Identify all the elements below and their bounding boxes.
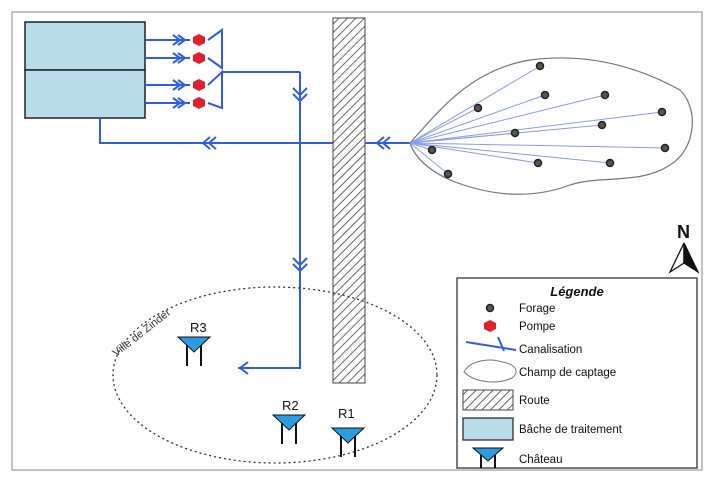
legend-label-champ: Champ de captage bbox=[519, 367, 616, 379]
forage-icon bbox=[510, 128, 520, 138]
pompe-icon bbox=[484, 320, 496, 332]
legend-label-canalisation: Canalisation bbox=[519, 344, 582, 356]
forage-icon bbox=[485, 303, 495, 313]
forage-icon bbox=[535, 61, 545, 71]
forage-icon bbox=[597, 120, 607, 130]
forage-icon bbox=[540, 90, 550, 100]
legend-title: Légende bbox=[550, 284, 603, 299]
legend-label-chateau: Château bbox=[519, 454, 562, 466]
flow-arrows bbox=[172, 34, 391, 375]
legend-label-forage: Forage bbox=[519, 303, 555, 315]
chateau-r1: R1 bbox=[330, 406, 366, 457]
pompe-icon bbox=[193, 34, 205, 46]
forage-icon bbox=[427, 145, 437, 155]
legend-label-bache: Bâche de traitement bbox=[519, 424, 623, 436]
north-label: N bbox=[677, 222, 690, 242]
bache-de-traitement bbox=[24, 21, 146, 119]
city-boundary bbox=[112, 286, 438, 464]
chateau-icon bbox=[471, 447, 505, 468]
forage-icon bbox=[443, 169, 453, 179]
forage-icon bbox=[660, 143, 670, 153]
route-icon bbox=[462, 389, 514, 411]
chateau-r2: R2 bbox=[271, 398, 307, 444]
chateau-r3: R3 bbox=[176, 320, 212, 366]
route bbox=[332, 17, 366, 384]
reservoir-label-r1: R1 bbox=[338, 406, 355, 421]
legend-label-route: Route bbox=[519, 395, 550, 407]
forage-icon bbox=[533, 158, 543, 168]
legend-label-pompe: Pompe bbox=[519, 321, 555, 333]
reservoir-label-r3: R3 bbox=[190, 320, 207, 335]
reservoir-label-r2: R2 bbox=[282, 398, 299, 413]
map-frame bbox=[11, 11, 703, 471]
canalisation-network bbox=[99, 28, 410, 369]
forages bbox=[427, 61, 670, 179]
pompe-icon bbox=[193, 52, 205, 64]
legend: Légende Forage Pompe Canalisation Champ … bbox=[456, 277, 698, 469]
canalisation-icon bbox=[465, 336, 517, 352]
pompe-icon bbox=[193, 79, 205, 91]
forage-icon bbox=[600, 90, 610, 100]
pompe-icon bbox=[193, 97, 205, 109]
pompes bbox=[193, 34, 205, 109]
forage-icon bbox=[605, 158, 615, 168]
forage-icon bbox=[657, 107, 667, 117]
champ-icon bbox=[463, 359, 517, 383]
bache-icon bbox=[462, 417, 514, 441]
forage-icon bbox=[473, 103, 483, 113]
city-label: Ville de Zinder bbox=[110, 307, 173, 360]
north-arrow: N bbox=[668, 222, 700, 274]
